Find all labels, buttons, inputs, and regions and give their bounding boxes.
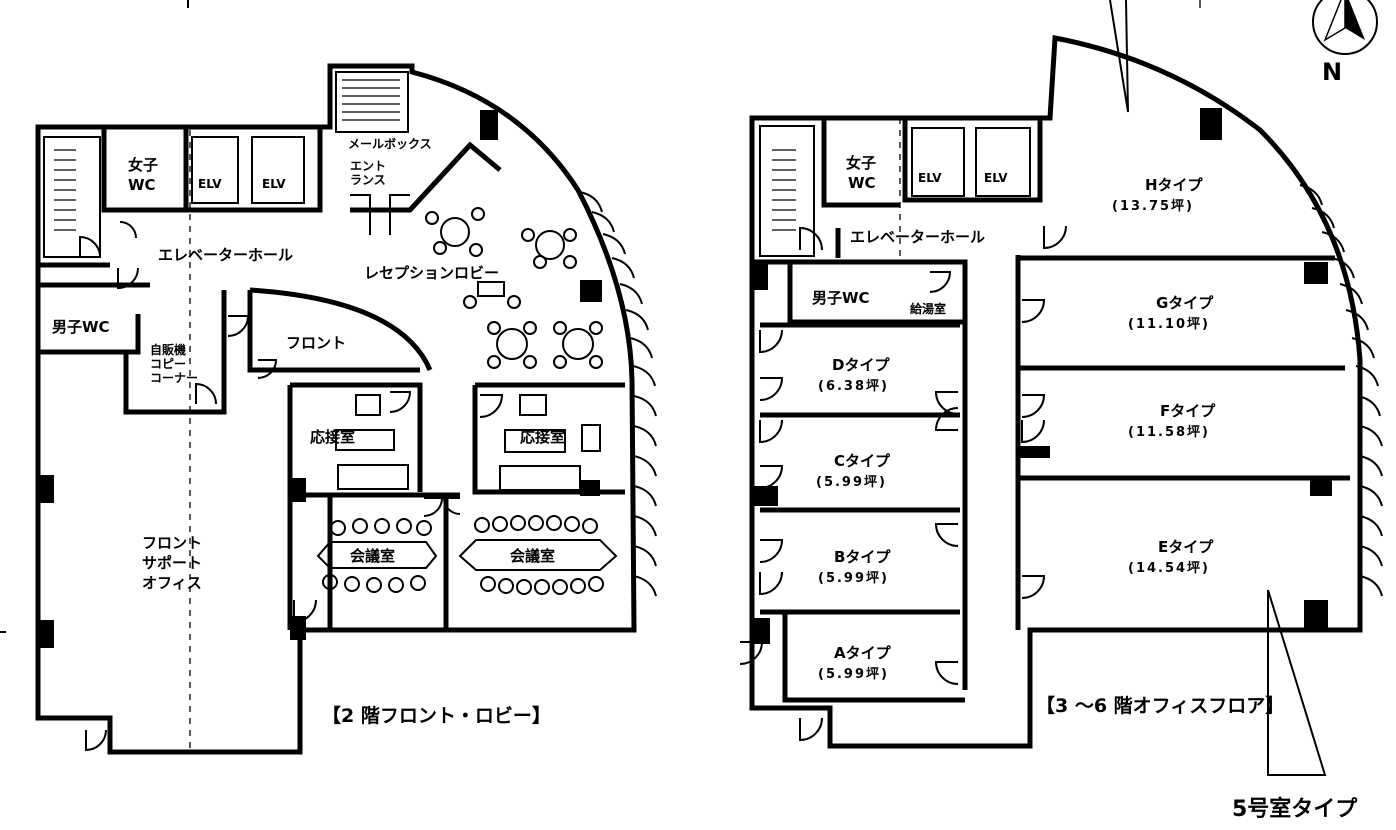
floor2-elv-2-label: ELV (262, 177, 286, 191)
floor3-6-elv-2-box (975, 127, 1031, 197)
floor2-meeting-room-1-label: 会議室 (350, 547, 395, 565)
floor2-womens-wc-label-2: WC (128, 176, 156, 194)
floor3-6-mens-wc-label: 男子WC (812, 289, 870, 307)
floor2-support-office-label-2: サポート (142, 554, 202, 572)
floor2-entrance-stairs (335, 71, 409, 133)
floor2-facade-windows (579, 191, 657, 597)
unit-c-name: Cタイプ (834, 452, 891, 470)
floor2-columns (38, 110, 602, 648)
floor2-plan: 女子 WC ELV ELV メールボックス エント ランス エレベーターホール … (35, 63, 657, 755)
compass-circle (1312, 0, 1378, 55)
floor2-stairs-treads (54, 149, 76, 231)
floor2-elevator-hall-label: エレベーターホール (158, 246, 293, 264)
floor3-6-stairs-treads (772, 149, 796, 231)
floor3-6-womens-wc-label-1: 女子 (846, 154, 876, 172)
unit-b-area: (5.99坪) (818, 571, 889, 586)
unit-d-area: (6.38坪) (818, 379, 889, 394)
floor2-meeting-room-2-label: 会議室 (510, 547, 555, 565)
unit-g-area: (11.10坪) (1128, 317, 1210, 332)
floor2-reception-furniture (335, 394, 601, 491)
unit-c-area: (5.99坪) (816, 475, 887, 490)
floor2-mailbox-label: メールボックス (348, 136, 432, 151)
unit-a-name: Aタイプ (834, 644, 892, 662)
floor3-6-elv-1-box (911, 127, 965, 197)
floor2-elv-1-label: ELV (198, 177, 222, 191)
floor2-support-office-label-3: オフィス (142, 574, 202, 592)
floor2-lobby-tables (425, 207, 603, 369)
floor2-meeting-room-1-table (316, 518, 438, 593)
floor3-6-outer-wall (749, 35, 1363, 749)
floor2-outer-wall (35, 63, 637, 755)
unit-f-area: (11.58坪) (1128, 425, 1210, 440)
floor2-internal-walls (38, 127, 625, 630)
floor3-6-elv-1-label: ELV (918, 171, 942, 185)
unit-e-area: (14.54坪) (1128, 561, 1210, 576)
floor3-6-plan: 女子 WC ELV ELV エレベーターホール 男子WC 給湯室 Hタイプ (1… (739, 0, 1383, 822)
floor2-reception-lobby-label: レセプションロビー (364, 264, 499, 282)
floor2-entrance-label-1: エント (350, 159, 386, 173)
floor2-support-office-label-1: フロント (142, 534, 202, 552)
floor2-stairs-box (43, 136, 101, 258)
compass-arrow-half-icon (1323, 0, 1346, 42)
floor3-6-facade-windows (1299, 184, 1383, 597)
floor2-copy-corner-label-2: コピー (150, 357, 186, 371)
unit-a-area: (5.99坪) (818, 667, 889, 682)
unit-type-note: 5号室タイプ (1232, 796, 1358, 822)
floor3-6-diagonal-markers (1109, 0, 1327, 776)
unit-h-name: Hタイプ (1145, 176, 1204, 194)
floor3-6-columns (752, 108, 1332, 644)
floor3-6-doors (739, 225, 1067, 742)
unit-g-name: Gタイプ (1156, 294, 1214, 312)
floor2-doors (79, 194, 504, 752)
floor2-front-label: フロント (286, 334, 346, 352)
floor2-reception-room-1-label: 応接室 (310, 428, 355, 446)
unit-f-name: Fタイプ (1160, 402, 1216, 420)
floor3-6-kitchenette-label: 給湯室 (910, 301, 946, 316)
floor2-entrance-label-2: ランス (350, 173, 386, 187)
floor2-womens-wc-label-1: 女子 (128, 156, 158, 174)
floor3-6-stairs-box (759, 125, 815, 257)
compass-arrow-icon (1345, 0, 1365, 40)
floor2-caption: 【2 階フロント・ロビー】 (322, 704, 551, 727)
floor2-mens-wc-label: 男子WC (52, 318, 110, 336)
floor2-copy-corner-label-1: 自販機 (150, 342, 186, 357)
unit-b-name: Bタイプ (834, 548, 891, 566)
unit-e-name: Eタイプ (1158, 538, 1214, 556)
north-compass: N (1312, 0, 1378, 86)
floor2-reception-room-2-label: 応接室 (520, 428, 565, 446)
floor2-elv-2-box (251, 136, 305, 204)
unit-h-area: (13.75坪) (1112, 199, 1194, 214)
floor2-entrance-stairs-treads (342, 79, 400, 121)
floor2-elv-1-box (191, 136, 239, 204)
compass-label: N (1322, 58, 1342, 86)
floor2-meeting-room-2-table (458, 515, 618, 595)
floor3-6-elv-2-label: ELV (984, 171, 1008, 185)
floor3-6-internal-walls (752, 118, 1350, 703)
floor2-copy-corner-label-3: コーナー (150, 371, 198, 385)
unit-d-name: Dタイプ (832, 356, 890, 374)
floor3-6-womens-wc-label-2: WC (848, 174, 876, 192)
floor3-6-elevator-hall-label: エレベーターホール (850, 228, 985, 246)
floor3-6-caption: 【3 ～6 階オフィスフロア】 (1036, 694, 1284, 717)
